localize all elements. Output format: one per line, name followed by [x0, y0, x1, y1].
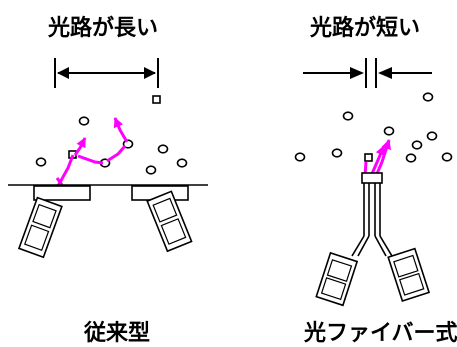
short-path-dimension: [303, 58, 432, 88]
long-path-label: 光路が長い: [48, 16, 159, 41]
short-path-label: 光路が短い: [310, 16, 421, 41]
fiber-bundle: [351, 183, 393, 257]
light-path-left: [55, 117, 129, 187]
fiber-sensor-left: [315, 251, 359, 307]
fiber-sensor-right: [387, 247, 431, 302]
long-path-dimension: [54, 58, 159, 88]
fiber-type-label: 光ファイバー式: [304, 321, 457, 346]
conventional-panel: [8, 58, 208, 259]
sensor-left-a: [17, 185, 91, 259]
conventional-type-label: 従来型: [84, 321, 151, 346]
particles-left: [35, 95, 188, 175]
particles-right: [294, 92, 453, 163]
fiber-probe-tip: [361, 172, 383, 184]
fiber-panel: [294, 58, 453, 307]
sensor-left-b: [131, 185, 193, 253]
